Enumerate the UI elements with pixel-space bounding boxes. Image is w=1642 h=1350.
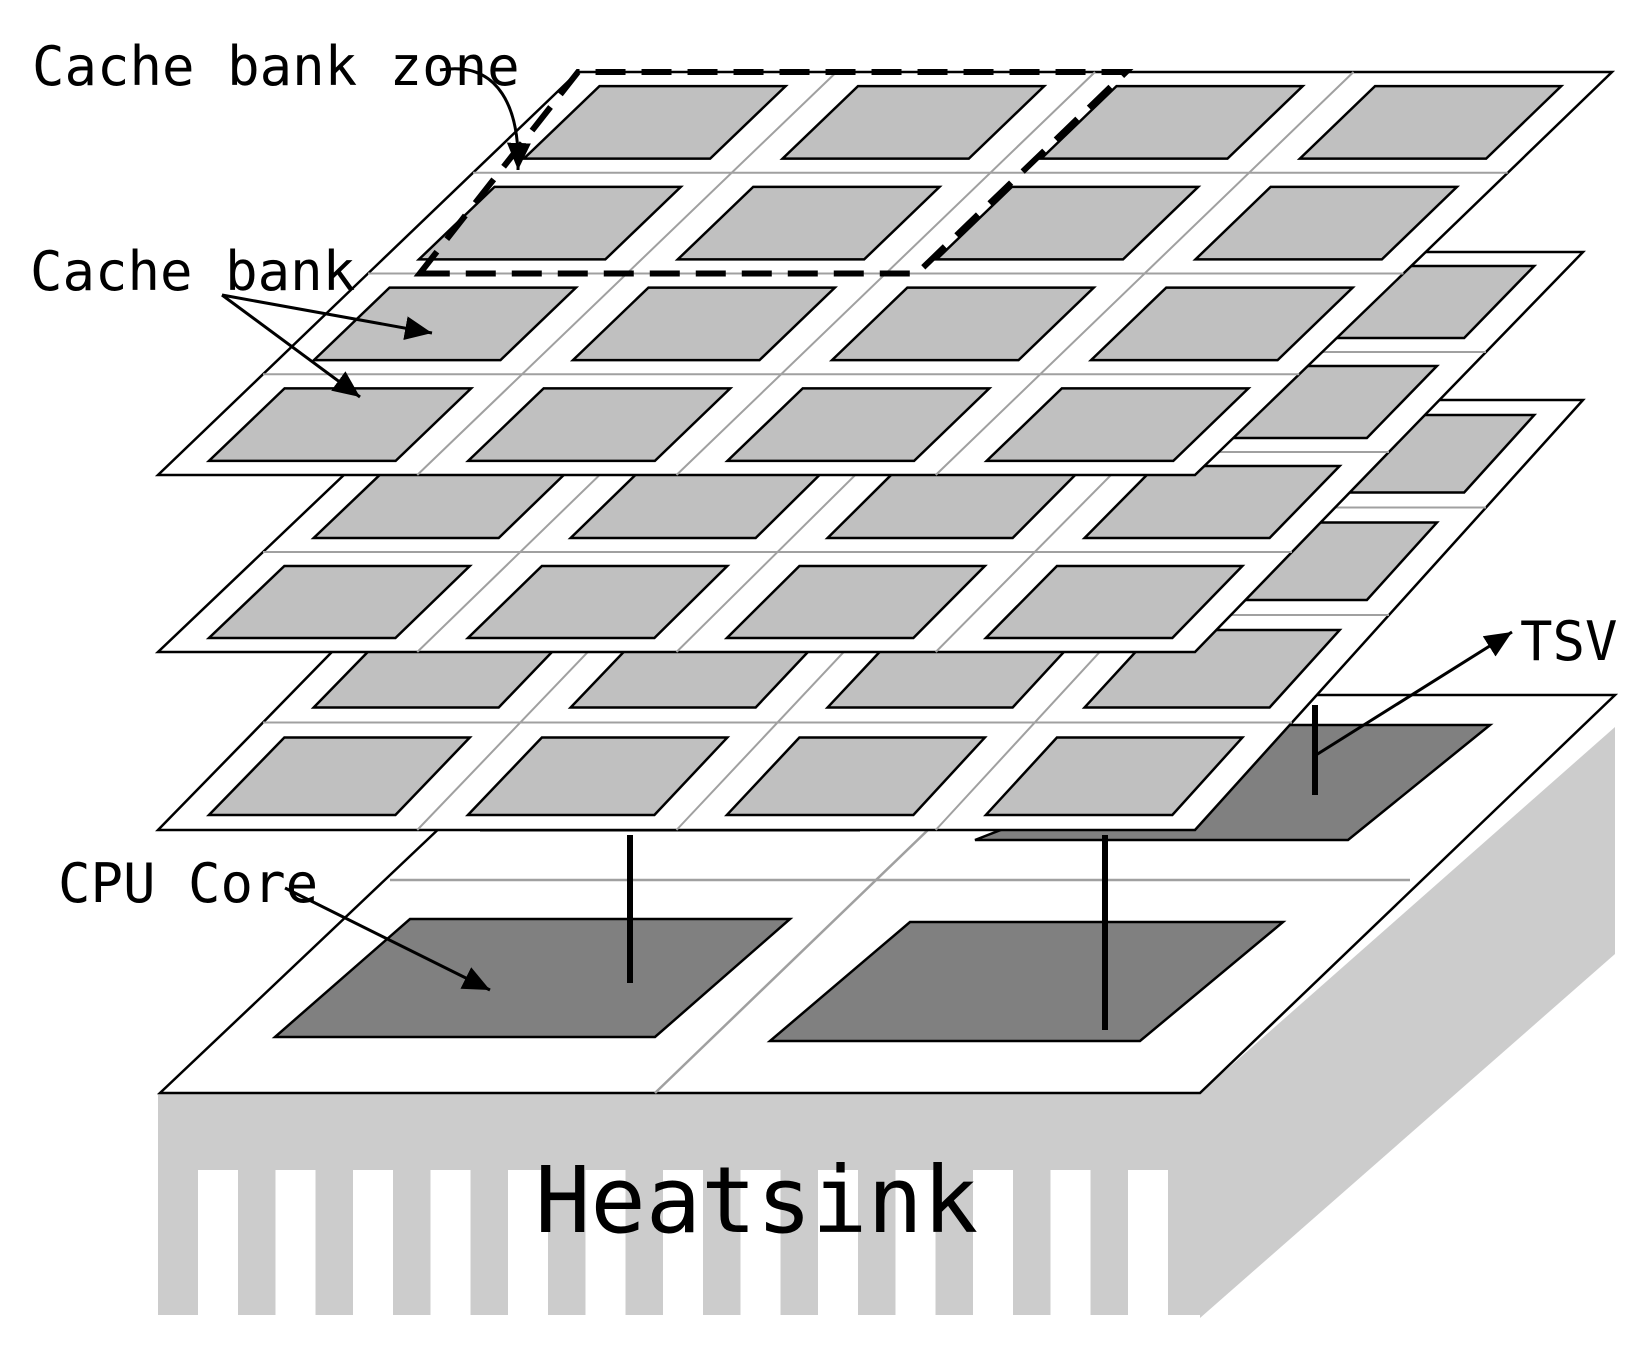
cache-bank: [1296, 84, 1565, 160]
cache-bank: [205, 736, 473, 817]
heatsink: [158, 727, 1615, 1318]
heatsink-fin-gap: [1128, 1170, 1168, 1317]
heatsink-fin-gap: [895, 1170, 936, 1317]
cache-bank: [310, 286, 580, 362]
cache-bank: [724, 387, 993, 463]
tsv-label: TSV: [1520, 610, 1618, 673]
cache-bank: [205, 387, 475, 463]
heatsink-fin-gap: [275, 1170, 316, 1317]
heatsink-fin-gap: [198, 1170, 238, 1317]
cache-bank-zone-arrow: [439, 67, 531, 171]
cache-bank: [465, 387, 734, 463]
cpu-core-label: CPU Core: [58, 852, 318, 915]
cpu-core-arrow: [284, 886, 491, 992]
cache-bank: [983, 387, 1252, 463]
heatsink-fin-gap: [508, 1170, 548, 1317]
cache-bank: [933, 185, 1202, 261]
cache-bank-zone-label: Cache bank zone: [32, 35, 520, 98]
cache-bank: [464, 564, 731, 640]
cache-bank: [674, 185, 943, 261]
cpu-core: [766, 920, 1287, 1043]
cache-bank: [779, 84, 1048, 160]
cache-bank: [205, 564, 473, 640]
heatsink-fin-gap: [1050, 1170, 1091, 1317]
tsv-arrow: [1315, 630, 1513, 757]
heatsink-fin-gap: [353, 1170, 393, 1317]
heatsink-label: Heatsink: [535, 1147, 978, 1254]
cache-bank: [1081, 464, 1343, 540]
cache-bank: [1087, 286, 1356, 362]
heatsink-fin-gap: [973, 1170, 1013, 1317]
cache-bank: [569, 286, 838, 362]
heatsink-fin-gap: [430, 1170, 471, 1317]
cache-bank: [465, 736, 731, 817]
cache-bank: [723, 564, 988, 640]
cache-bank: [1038, 84, 1306, 160]
cache-bank: [520, 84, 789, 160]
cache-bank: [1192, 185, 1461, 261]
heatsink-side-face: [1200, 727, 1615, 1318]
cache-bank: [828, 286, 1097, 362]
cache-layers: [154, 69, 1616, 832]
cache-bank: [724, 736, 988, 817]
heatsink-fin-gap: [585, 1170, 626, 1317]
cache-bank: [983, 736, 1246, 817]
cache-bank: [982, 564, 1246, 640]
cache-layer: [154, 69, 1616, 477]
cache-bank-label: Cache bank: [30, 240, 355, 303]
cache-bank-arrow: [221, 293, 361, 399]
cache-bank-arrow: [221, 293, 433, 341]
heatsink-fin-gap: [740, 1170, 781, 1317]
heatsink-fin-gap: [663, 1170, 703, 1317]
cache-bank: [415, 185, 684, 261]
cache-bank-zone-outline: [413, 69, 1134, 277]
heatsink-fin-gap: [818, 1170, 858, 1317]
